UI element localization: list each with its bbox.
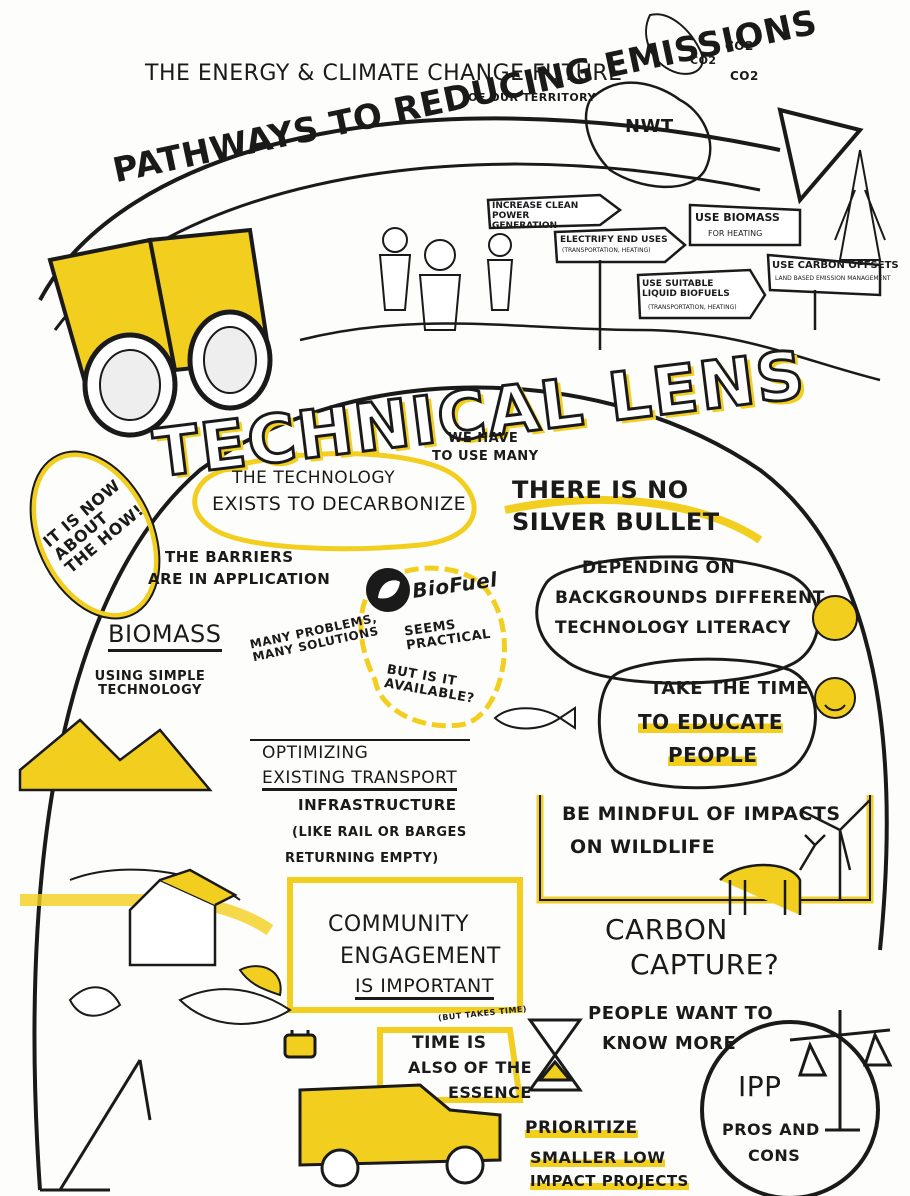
prioritize-line2: SMALLER LOW <box>530 1148 666 1167</box>
educate-line2: TO EDUCATE <box>638 710 784 734</box>
mountains-icon <box>18 718 213 792</box>
sign-biomass-sub: FOR HEATING <box>708 229 763 238</box>
essence-box <box>377 1027 524 1103</box>
barriers-line1: THE BARRIERS <box>165 548 294 566</box>
barriers-line2: ARE IN APPLICATION <box>148 570 331 588</box>
co2-label-a: CO2 <box>690 54 717 67</box>
sign-carbon-offsets: USE CARBON OFFSETS <box>772 260 899 271</box>
pros-cons-line2: CONS <box>748 1146 801 1165</box>
optimizing-line1: OPTIMIZING <box>262 743 369 763</box>
use-many-line2: TO USE MANY <box>432 449 539 464</box>
optimizing-line2: EXISTING TRANSPORT <box>262 769 458 791</box>
no-silver-line2: SILVER BULLET <box>512 508 720 536</box>
sign-electrify: ELECTRIFY END USES <box>560 235 668 245</box>
essence-line3: ESSENCE <box>448 1083 532 1102</box>
silver-bullet-band <box>504 496 763 544</box>
essence-line1: TIME IS <box>412 1033 487 1053</box>
pathway-arc <box>38 116 781 301</box>
header-subtitle: OF OUR TERRITORY <box>468 91 597 104</box>
no-silver-line1: THERE IS NO <box>512 476 689 504</box>
optimizing-line4: (LIKE RAIL OR BARGES <box>292 825 467 840</box>
prioritize-line3: IMPACT PROJECTS <box>530 1172 689 1190</box>
nwt-map-icon <box>584 81 712 189</box>
binoculars-icon <box>47 227 273 438</box>
tech-exists-line1: THE TECHNOLOGY <box>232 468 396 488</box>
depending-line1: DEPENDING ON <box>582 558 736 578</box>
optimizing-line3: INFRASTRUCTURE <box>298 796 457 814</box>
pathway-arrow-head <box>777 107 864 205</box>
barn-icon <box>128 868 238 967</box>
wind-turbine-icon <box>799 799 871 900</box>
simple-technology: USING SIMPLE TECHNOLOGY <box>94 669 206 698</box>
depending-line2: BACKGROUNDS DIFFERENT <box>555 588 825 608</box>
co2-label-b: CO2 <box>725 39 754 53</box>
happy-face-icon <box>814 677 856 719</box>
biomass-heading: BIOMASS <box>108 621 222 653</box>
now-about-how-oval <box>31 452 159 618</box>
lens-circle <box>32 385 889 1191</box>
community-line3: IS IMPORTANT <box>355 976 494 1000</box>
moon-icon <box>238 965 282 997</box>
truck-icon <box>298 1083 502 1188</box>
co2-label-c: CO2 <box>730 69 759 83</box>
community-box <box>287 877 523 1013</box>
header-title: THE ENERGY & CLIMATE CHANGE FUTURE <box>145 61 623 86</box>
signpost-group <box>486 193 882 350</box>
region-label: NWT <box>625 116 674 137</box>
pros-cons-line1: PROS AND <box>722 1120 820 1139</box>
sign-electrify-sub: (TRANSPORTATION, HEATING) <box>562 247 651 254</box>
depending-cloud <box>535 555 820 685</box>
educate-cloud <box>597 657 817 790</box>
depending-line3: TECHNOLOGY LITERACY <box>555 618 791 638</box>
islands-icon <box>645 13 704 75</box>
educate-line3: PEOPLE <box>668 743 758 767</box>
hourglass-icon <box>527 1018 583 1092</box>
wildlife-line2: ON WILDLIFE <box>570 836 716 858</box>
tree-icon <box>834 149 886 261</box>
tech-exists-line2: EXISTS TO DECARBONIZE <box>212 493 467 515</box>
people-want-line2: KNOW MORE <box>602 1033 737 1054</box>
confused-face-icon <box>812 595 858 641</box>
crane-icon <box>40 1059 152 1192</box>
carbon-capture-line2: CAPTURE? <box>630 948 780 981</box>
prioritize-line1: PRIORITIZE <box>525 1118 638 1138</box>
biofuel-cloud <box>358 565 507 729</box>
snowflake-icon <box>68 986 122 1017</box>
optimizing-line5: RETURNING EMPTY) <box>285 851 439 866</box>
sign-biofuels: USE SUITABLE LIQUID BIOFUELS <box>642 279 730 299</box>
wildlife-line1: BE MINDFUL OF IMPACTS <box>562 803 841 825</box>
people-group-icon <box>378 227 514 331</box>
cloud-icon <box>178 988 292 1025</box>
community-line2: ENGAGEMENT <box>340 944 501 969</box>
community-line1: COMMUNITY <box>328 912 470 937</box>
sign-biomass: USE BIOMASS <box>695 211 780 224</box>
ipp-circle <box>700 1020 880 1196</box>
educate-line1: TAKE THE TIME <box>650 678 809 699</box>
carbon-capture-line1: CARBON <box>605 913 728 946</box>
now-about-how-oval-ink <box>29 450 161 620</box>
scales-icon <box>789 1010 893 1132</box>
people-want-line1: PEOPLE WANT TO <box>588 1003 774 1024</box>
tech-exists-cloud <box>192 451 477 552</box>
sign-carbon-offsets-sub: LAND BASED EMISSION MANAGEMENT <box>775 275 891 282</box>
fish-icon <box>493 706 576 730</box>
sign-clean-power: INCREASE CLEAN POWER GENERATION <box>492 201 579 231</box>
essence-line2: ALSO OF THE <box>408 1058 533 1077</box>
ipp-label: IPP <box>738 1070 782 1103</box>
plug-icon <box>283 1030 317 1059</box>
sign-biofuels-sub: (TRANSPORTATION, HEATING) <box>648 304 737 311</box>
use-many-line1: WE HAVE <box>448 431 519 446</box>
hills-line <box>299 322 881 382</box>
caribou-icon <box>719 834 826 915</box>
